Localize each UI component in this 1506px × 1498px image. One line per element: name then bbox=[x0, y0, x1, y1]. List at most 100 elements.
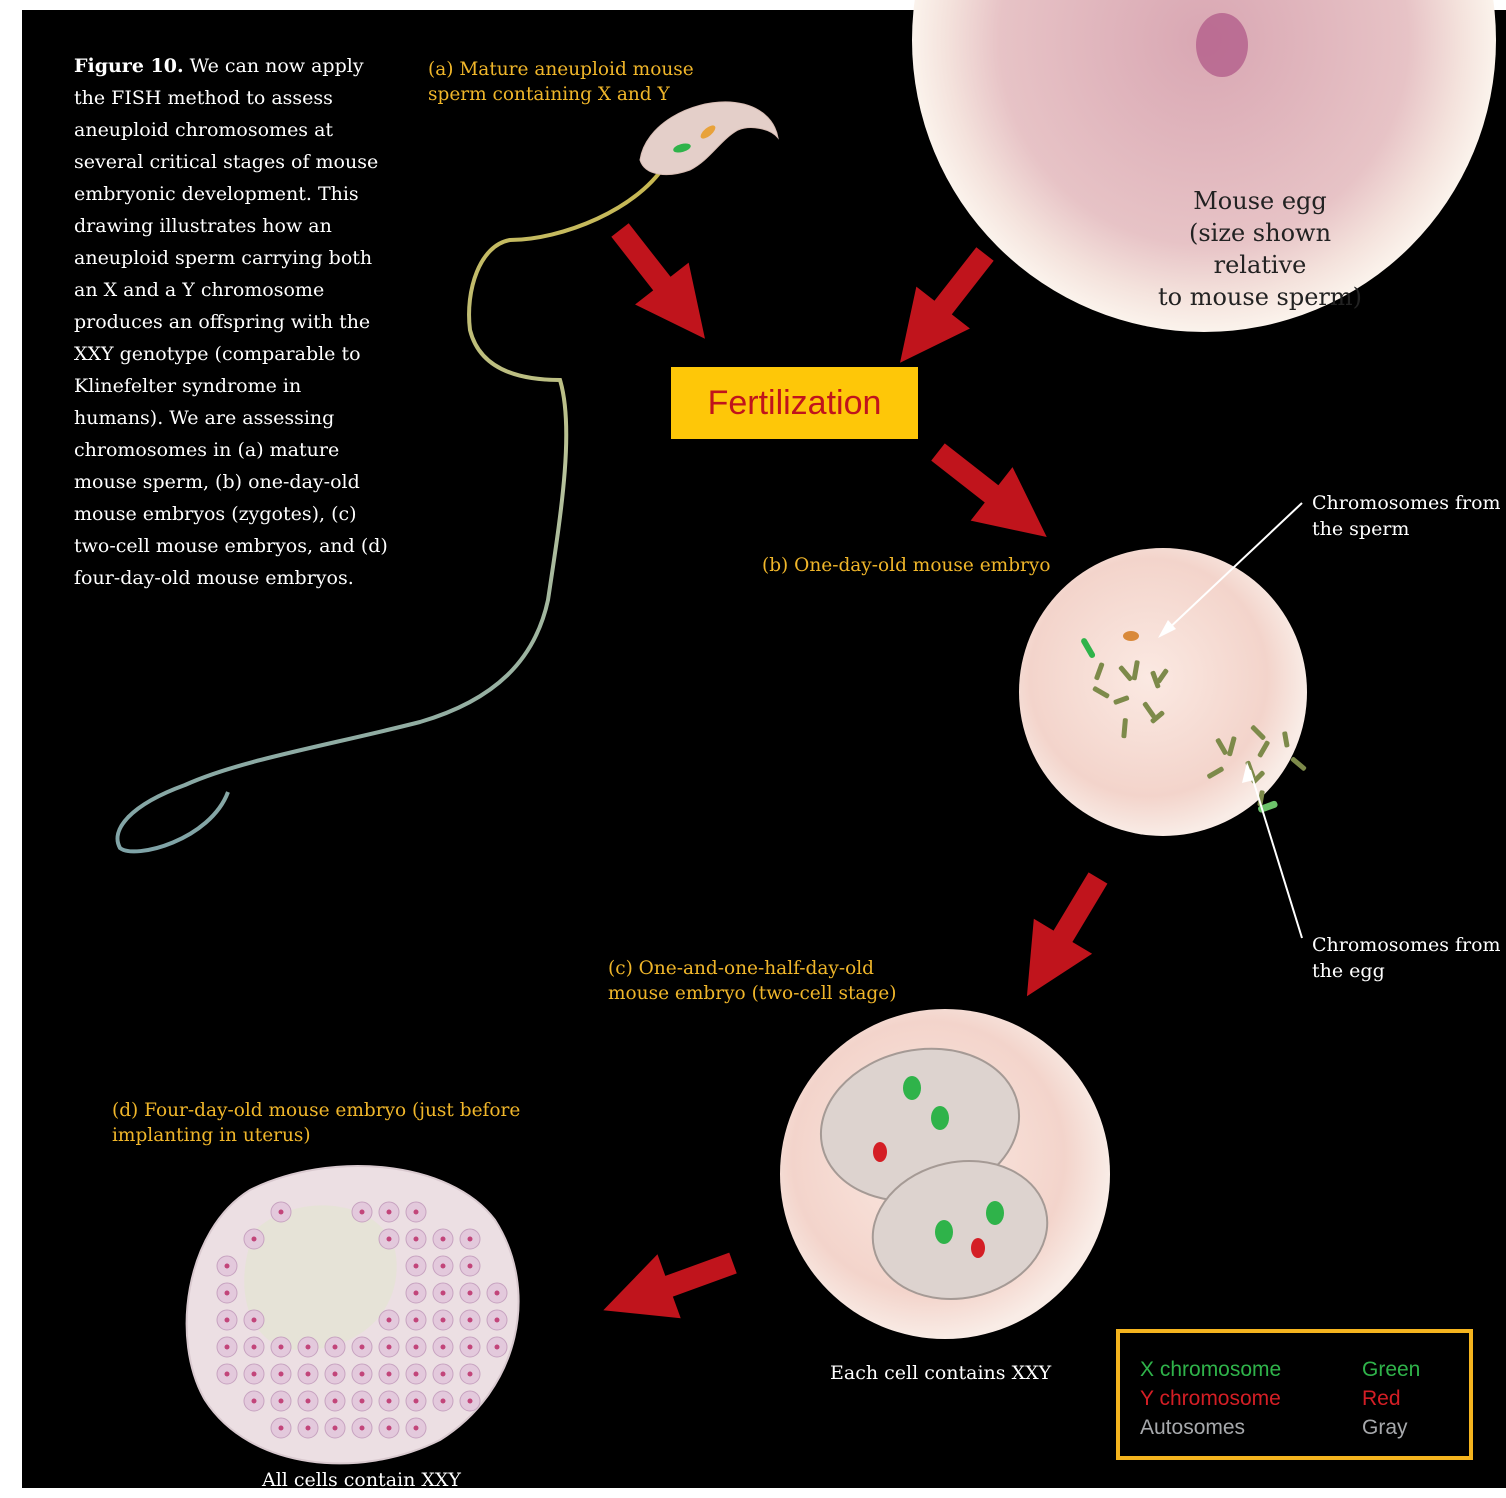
blastomere-nucleus bbox=[225, 1318, 230, 1323]
legend-y-color: Red bbox=[1362, 1384, 1401, 1413]
figure-caption: Figure 10. We can now apply the FISH met… bbox=[74, 50, 394, 594]
caption-text: We can now apply the FISH method to asse… bbox=[74, 55, 388, 589]
blastomere-nucleus bbox=[387, 1399, 392, 1404]
two-cell-y2 bbox=[971, 1238, 985, 1258]
blastomere-nucleus bbox=[414, 1426, 419, 1431]
blastomere-nucleus bbox=[468, 1291, 473, 1296]
four-day-note: All cells contain XXY bbox=[262, 1467, 461, 1493]
legend-y-name: Y chromosome bbox=[1140, 1384, 1281, 1413]
blastomere-nucleus bbox=[441, 1291, 446, 1296]
callout-egg-line-2: the egg bbox=[1312, 958, 1501, 984]
blastomere-nucleus bbox=[279, 1372, 284, 1377]
blastomere-nucleus bbox=[468, 1318, 473, 1323]
blastomere-nucleus bbox=[333, 1426, 338, 1431]
callout-egg-chromosomes: Chromosomes from the egg bbox=[1312, 932, 1501, 984]
egg-label-line-3: to mouse sperm) bbox=[1140, 281, 1380, 313]
blastomere-nucleus bbox=[441, 1345, 446, 1350]
blastomere-nucleus bbox=[441, 1372, 446, 1377]
blastomere-nucleus bbox=[387, 1210, 392, 1215]
stage-c-label: (c) One-and-one-half-day-old mouse embry… bbox=[608, 956, 896, 1006]
blastomere-nucleus bbox=[387, 1426, 392, 1431]
egg-label: Mouse egg (size shown relative to mouse … bbox=[1140, 185, 1380, 313]
blastomere-nucleus bbox=[225, 1291, 230, 1296]
stage-d-line-1: (d) Four-day-old mouse embryo (just befo… bbox=[112, 1098, 520, 1123]
two-cell-x3 bbox=[986, 1201, 1004, 1225]
blastomere-nucleus bbox=[360, 1399, 365, 1404]
callout-line-egg bbox=[1250, 770, 1302, 938]
blastomere-nucleus bbox=[441, 1318, 446, 1323]
blastomere-nucleus bbox=[468, 1345, 473, 1350]
blastomere-nucleus bbox=[225, 1264, 230, 1269]
blastomere-nucleus bbox=[414, 1345, 419, 1350]
blastomere-nucleus bbox=[495, 1291, 500, 1296]
blastomere-nucleus bbox=[495, 1318, 500, 1323]
blastomere-nucleus bbox=[252, 1345, 257, 1350]
fertilization-box: Fertilization bbox=[671, 367, 918, 439]
two-cell-note: Each cell contains XXY bbox=[830, 1360, 1051, 1386]
stage-c-line-1: (c) One-and-one-half-day-old bbox=[608, 956, 896, 981]
stage-d-line-2: implanting in uterus) bbox=[112, 1123, 520, 1148]
blastomere-nucleus bbox=[495, 1345, 500, 1350]
blastomere-nucleus bbox=[387, 1237, 392, 1242]
blastomere-nucleus bbox=[414, 1210, 419, 1215]
blastomere-nucleus bbox=[333, 1345, 338, 1350]
blastomere-nucleus bbox=[414, 1318, 419, 1323]
arrow-fertilization-to-zygote bbox=[917, 425, 1068, 564]
stage-a-line-1: (a) Mature aneuploid mouse bbox=[428, 57, 694, 82]
blastomere-nucleus bbox=[279, 1426, 284, 1431]
two-cell-y1 bbox=[873, 1142, 887, 1162]
blastomere-nucleus bbox=[252, 1318, 257, 1323]
blastomere-nucleus bbox=[468, 1372, 473, 1377]
legend-x-name: X chromosome bbox=[1140, 1355, 1281, 1384]
sperm-head bbox=[640, 102, 778, 175]
callout-egg-line-1: Chromosomes from bbox=[1312, 932, 1501, 958]
blastomere-nucleus bbox=[279, 1210, 284, 1215]
blastomere-nucleus bbox=[468, 1237, 473, 1242]
arrow-sperm-to-fertilization bbox=[593, 209, 732, 360]
blastomere-nucleus bbox=[414, 1399, 419, 1404]
arrow-egg-to-fertilization bbox=[873, 233, 1012, 384]
blastomere-nucleus bbox=[225, 1345, 230, 1350]
blastomere-nucleus bbox=[360, 1210, 365, 1215]
callout-sperm-chromosomes: Chromosomes from the sperm bbox=[1312, 490, 1501, 542]
legend: X chromosome Green Y chromosome Red Auto… bbox=[1116, 1329, 1473, 1460]
stage-c-line-2: mouse embryo (two-cell stage) bbox=[608, 981, 896, 1006]
stage-a-label: (a) Mature aneuploid mouse sperm contain… bbox=[428, 57, 694, 107]
blastomere-nucleus bbox=[387, 1318, 392, 1323]
blastomere-nucleus bbox=[414, 1264, 419, 1269]
stage-a-line-2: sperm containing X and Y bbox=[428, 82, 694, 107]
arrow-zygote-to-two-cell bbox=[998, 860, 1127, 1013]
blastomere-nucleus bbox=[360, 1345, 365, 1350]
two-cell-x1 bbox=[903, 1076, 921, 1100]
arrow-two-cell-to-four-day bbox=[592, 1231, 745, 1342]
blastomere-nucleus bbox=[387, 1345, 392, 1350]
blastomere-nucleus bbox=[279, 1399, 284, 1404]
blastomere-nucleus bbox=[306, 1399, 311, 1404]
blastomere-nucleus bbox=[387, 1372, 392, 1377]
blastomere-nucleus bbox=[414, 1291, 419, 1296]
blastomere-nucleus bbox=[333, 1399, 338, 1404]
blastomere-nucleus bbox=[441, 1264, 446, 1269]
blastomere-nucleus bbox=[225, 1372, 230, 1377]
stage-b-label: (b) One-day-old mouse embryo bbox=[762, 553, 1050, 578]
two-cell-x4 bbox=[935, 1220, 953, 1244]
blastomere-nucleus bbox=[252, 1399, 257, 1404]
blastomere-nucleus bbox=[306, 1426, 311, 1431]
blastomere-nucleus bbox=[252, 1372, 257, 1377]
stage-d-label: (d) Four-day-old mouse embryo (just befo… bbox=[112, 1098, 520, 1148]
blastomere-nucleus bbox=[306, 1372, 311, 1377]
legend-x-color: Green bbox=[1362, 1355, 1420, 1384]
figure-label: Figure 10. bbox=[74, 55, 184, 77]
egg-label-line-2: (size shown relative bbox=[1140, 217, 1380, 281]
blastomere-nucleus bbox=[306, 1345, 311, 1350]
blastomere-nucleus bbox=[252, 1237, 257, 1242]
blastomere-nucleus bbox=[333, 1372, 338, 1377]
two-cell-x2 bbox=[931, 1106, 949, 1130]
blastomere-nucleus bbox=[360, 1372, 365, 1377]
legend-autosomes-name: Autosomes bbox=[1140, 1413, 1245, 1442]
egg-label-line-1: Mouse egg bbox=[1140, 185, 1380, 217]
blastomere-nucleus bbox=[441, 1237, 446, 1242]
legend-autosomes-color: Gray bbox=[1362, 1413, 1408, 1442]
blastomere-nucleus bbox=[468, 1264, 473, 1269]
